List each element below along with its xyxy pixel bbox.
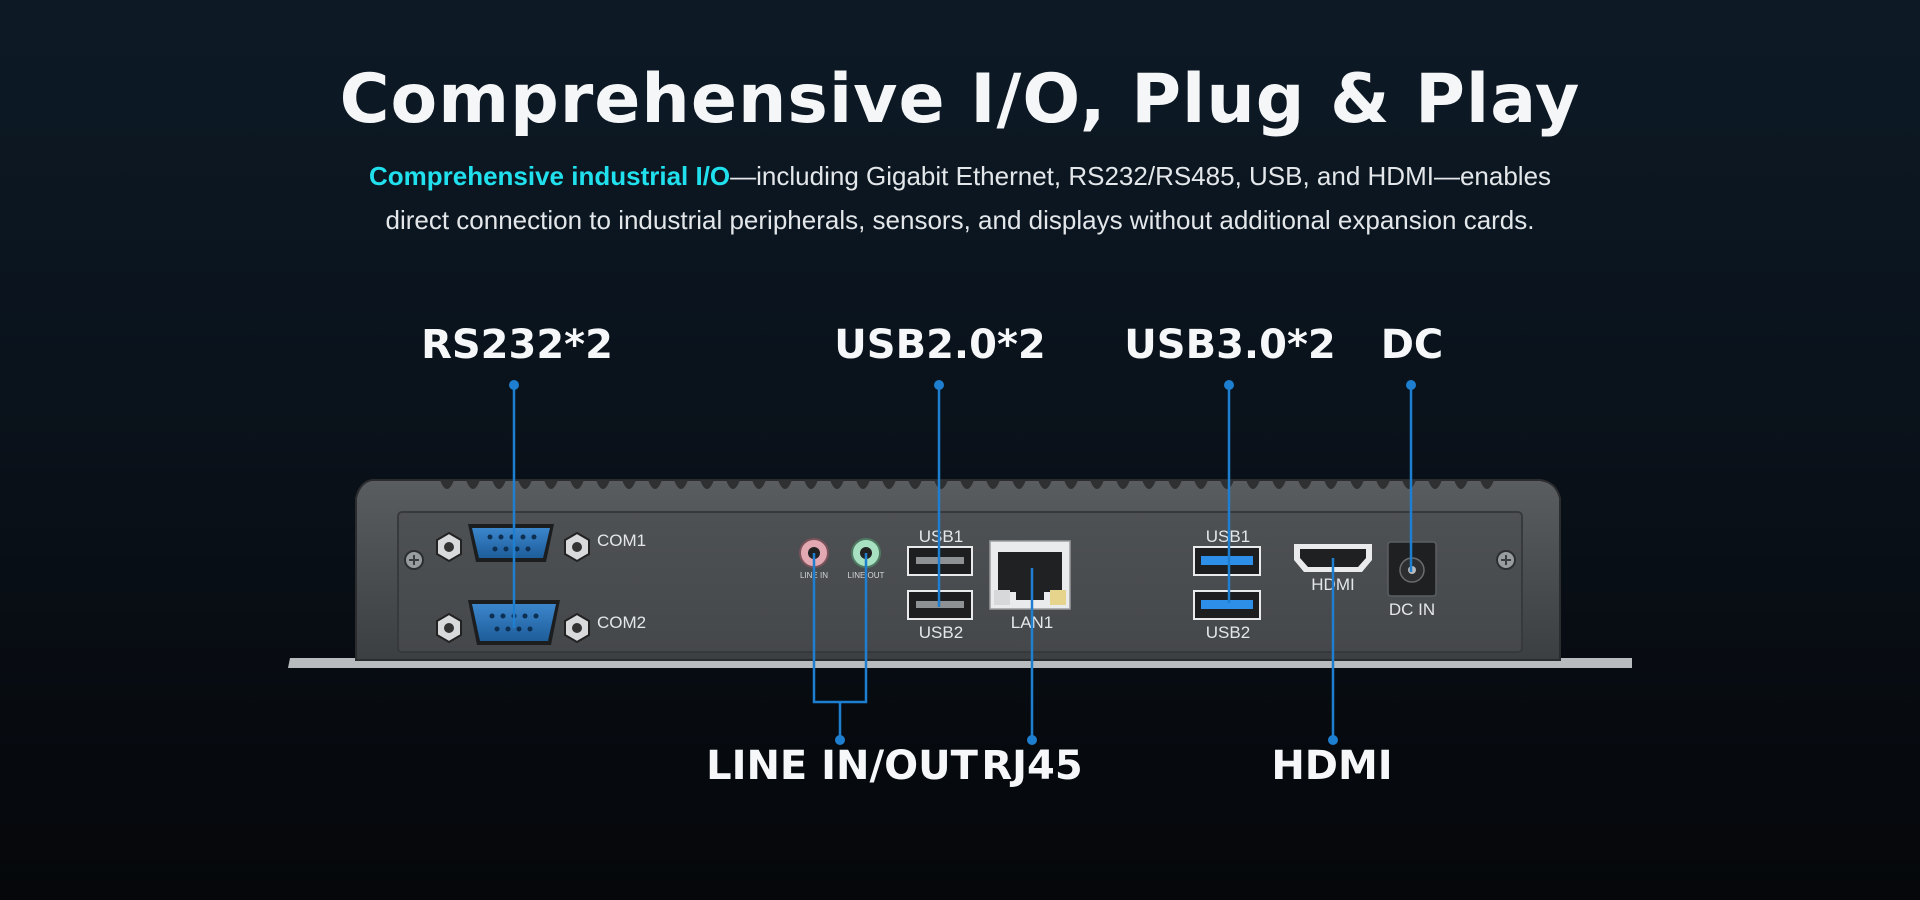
panel-screw-left [404,550,424,570]
heatsink-fin [674,480,688,489]
heatsink-fin [882,480,896,489]
heatsink-fin [1142,480,1156,489]
heatsink-fin [648,480,662,489]
usb30-port-2 [1193,590,1261,620]
heatsink-fin [700,480,714,489]
heatsink-fin [1038,480,1052,489]
callout-usb20: USB2.0*2 [834,322,1046,368]
callout-rj45: RJ45 [981,743,1083,789]
page-subtitle: Comprehensive industrial I/O—including G… [300,154,1620,242]
leader-dot [835,735,845,745]
heatsink-fin [1012,480,1026,489]
hex-nut-icon [564,612,590,644]
usb30-usb2-label: USB2 [1206,623,1250,642]
heatsink-fin [1480,480,1494,489]
heatsink-fin [1246,480,1260,489]
subtitle-highlight: Comprehensive industrial I/O [368,161,731,191]
heatsink-fin [518,480,532,489]
heatsink-fin [1064,480,1078,489]
heatsink-fin [778,480,792,489]
callout-dc: DC [1380,322,1444,368]
heatsink-fin [1090,480,1104,489]
heatsink-fin [1220,480,1234,489]
heatsink-fin [622,480,636,489]
heatsink-fin [1376,480,1390,489]
leader-dot [1328,735,1338,745]
heatsink-fin [1454,480,1468,489]
leader-dot [1224,380,1234,390]
panel-screw-right [1496,550,1516,570]
hex-nut-icon [436,531,462,563]
heatsink-fin [986,480,1000,489]
leader-line-in-out [812,553,868,740]
heatsink-fin [1350,480,1364,489]
heatsink-fin [492,480,506,489]
callout-usb30: USB3.0*2 [1124,322,1336,368]
heatsink-fin [830,480,844,489]
heatsink-fin [726,480,740,489]
heatsink-fins [440,480,1494,489]
subtitle-line2: direct connection to industrial peripher… [385,205,1535,235]
heatsink-fin [440,480,454,489]
heatsink-fin [960,480,974,489]
heatsink-fin [908,480,922,489]
heatsink-fin [1428,480,1442,489]
heatsink-fin [934,480,948,489]
heatsink-fin [1324,480,1338,489]
heatsink-fin [1168,480,1182,489]
leader-dot [1406,380,1416,390]
callout-rs232: RS232*2 [421,322,613,368]
heatsink-fin [1116,480,1130,489]
heatsink-fin [596,480,610,489]
dc-in-label: DC IN [1389,600,1435,619]
heatsink-fin [804,480,818,489]
hex-nut-icon [564,531,590,563]
leader-dot [509,380,519,390]
usb20-usb2-label: USB2 [919,623,963,642]
heatsink-fin [1402,480,1416,489]
leader-lines [512,385,1413,740]
leader-dots [509,380,1416,745]
heatsink-fin [466,480,480,489]
heatsink-fin [752,480,766,489]
leader-dot [934,380,944,390]
heatsink-fin [544,480,558,489]
com2-label: COM2 [597,613,646,632]
heatsink-fin [1298,480,1312,489]
rj45-port [989,540,1071,610]
heatsink-fin [570,480,584,489]
callout-line-in-out: LINE IN/OUT [706,743,978,789]
com1-label: COM1 [597,531,646,550]
page-title: Comprehensive I/O, Plug & Play [339,60,1581,139]
usb20-usb1-label: USB1 [919,527,963,546]
heatsink-fin [1194,480,1208,489]
callout-hdmi: HDMI [1271,743,1393,789]
leader-dot [1027,735,1037,745]
heatsink-fin [1272,480,1286,489]
hex-nut-icon [436,612,462,644]
subtitle-line1: —including Gigabit Ethernet, RS232/RS485… [730,161,1552,191]
heatsink-fin [856,480,870,489]
usb30-port-1 [1193,546,1261,576]
com1-port [436,524,590,563]
